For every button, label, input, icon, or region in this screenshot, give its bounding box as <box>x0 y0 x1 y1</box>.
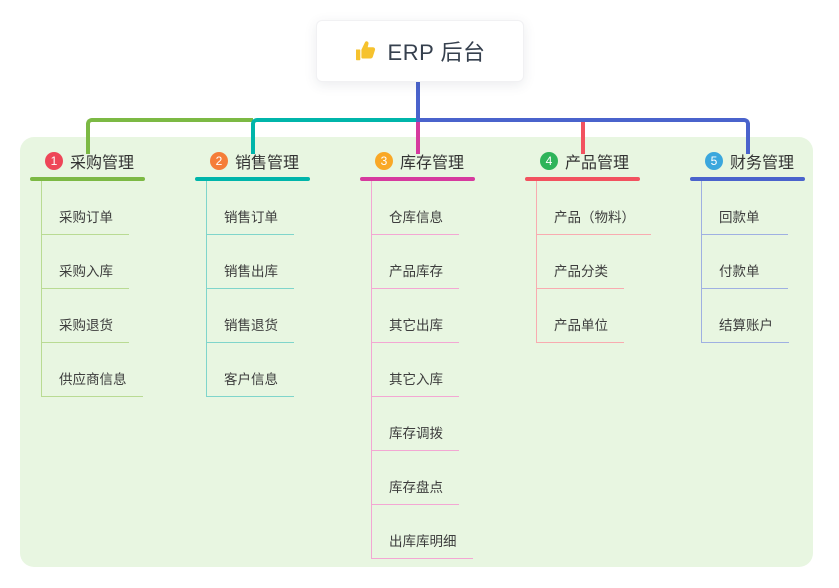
subtopic[interactable]: 仓库信息 <box>372 181 459 235</box>
subtopic-label: 采购订单 <box>59 209 113 225</box>
branch-children: 采购订单采购入库采购退货供应商信息 <box>41 180 145 397</box>
subtopic-label: 库存盘点 <box>389 479 443 495</box>
subtopic[interactable]: 其它入库 <box>372 343 459 397</box>
subtopic-label: 仓库信息 <box>389 209 443 225</box>
branch-3: 3 库存管理 仓库信息产品库存其它出库其它入库库存调拨库存盘点出库库明细 <box>360 148 475 559</box>
branch-number-badge: 5 <box>705 152 723 170</box>
branch-label: 采购管理 <box>70 155 135 172</box>
branch-underline <box>360 177 475 181</box>
subtopic[interactable]: 供应商信息 <box>42 343 143 397</box>
branch-header[interactable]: 4 产品管理 <box>525 148 640 174</box>
subtopic[interactable]: 结算账户 <box>702 289 789 343</box>
branch-underline <box>30 177 145 181</box>
connector-blue <box>415 118 750 154</box>
branch-number-badge: 1 <box>45 152 63 170</box>
subtopic[interactable]: 采购退货 <box>42 289 129 343</box>
branch-number-badge: 2 <box>210 152 228 170</box>
subtopic[interactable]: 客户信息 <box>207 343 294 397</box>
branch-children: 销售订单销售出库销售退货客户信息 <box>206 180 310 397</box>
subtopic-label: 销售退货 <box>224 317 278 333</box>
thumbs-up-icon <box>354 39 378 63</box>
subtopic-label: 销售订单 <box>224 209 278 225</box>
subtopic-label: 产品库存 <box>389 263 443 279</box>
subtopic-label: 其它出库 <box>389 317 443 333</box>
branch-label: 产品管理 <box>565 155 630 172</box>
subtopic[interactable]: 产品（物料） <box>537 181 651 235</box>
subtopic-label: 付款单 <box>719 263 760 279</box>
subtopic[interactable]: 出库库明细 <box>372 505 473 559</box>
branch-children: 仓库信息产品库存其它出库其它入库库存调拨库存盘点出库库明细 <box>371 180 475 559</box>
subtopic-label: 其它入库 <box>389 371 443 387</box>
subtopic[interactable]: 产品分类 <box>537 235 624 289</box>
subtopic-label: 结算账户 <box>719 317 773 333</box>
root-title: ERP 后台 <box>387 40 486 65</box>
connector-green <box>85 118 253 154</box>
subtopic-label: 产品单位 <box>554 317 608 333</box>
branch-2: 2 销售管理 销售订单销售出库销售退货客户信息 <box>195 148 310 397</box>
subtopic[interactable]: 销售退货 <box>207 289 294 343</box>
branch-label: 库存管理 <box>400 155 465 172</box>
subtopic-label: 采购入库 <box>59 263 113 279</box>
branch-number-badge: 3 <box>375 152 393 170</box>
subtopic[interactable]: 回款单 <box>702 181 788 235</box>
subtopic-label: 产品（物料） <box>554 209 635 225</box>
subtopic-label: 销售出库 <box>224 263 278 279</box>
branch-label: 财务管理 <box>730 155 795 172</box>
connector-magenta <box>415 122 420 154</box>
background-panel <box>20 137 813 567</box>
subtopic[interactable]: 库存盘点 <box>372 451 459 505</box>
branch-label: 销售管理 <box>235 155 300 172</box>
branch-children: 产品（物料） 产品分类产品单位 <box>536 180 651 343</box>
branch-header[interactable]: 5 财务管理 <box>690 148 805 174</box>
subtopic-label: 客户信息 <box>224 371 278 387</box>
subtopic-label: 采购退货 <box>59 317 113 333</box>
branch-4: 4 产品管理 产品（物料） 产品分类产品单位 <box>525 148 651 343</box>
branch-header[interactable]: 1 采购管理 <box>30 148 145 174</box>
branch-5: 5 财务管理 回款单付款单结算账户 <box>690 148 805 343</box>
branch-underline <box>195 177 310 181</box>
branch-underline <box>525 177 640 181</box>
subtopic[interactable]: 产品库存 <box>372 235 459 289</box>
subtopic[interactable]: 采购入库 <box>42 235 129 289</box>
subtopic-label: 出库库明细 <box>389 533 457 549</box>
branch-header[interactable]: 2 销售管理 <box>195 148 310 174</box>
branch-header[interactable]: 3 库存管理 <box>360 148 475 174</box>
subtopic[interactable]: 付款单 <box>702 235 788 289</box>
subtopic[interactable]: 销售出库 <box>207 235 294 289</box>
subtopic[interactable]: 库存调拨 <box>372 397 459 451</box>
subtopic[interactable]: 其它出库 <box>372 289 459 343</box>
root-node[interactable]: ERP 后台 <box>315 20 524 82</box>
connector-red <box>580 122 585 154</box>
subtopic-label: 回款单 <box>719 209 760 225</box>
branch-number-badge: 4 <box>540 152 558 170</box>
branch-underline <box>690 177 805 181</box>
subtopic[interactable]: 销售订单 <box>207 181 294 235</box>
subtopic-label: 产品分类 <box>554 263 608 279</box>
connector-teal <box>250 118 420 154</box>
branch-children: 回款单付款单结算账户 <box>701 180 805 343</box>
subtopic-label: 供应商信息 <box>59 371 127 387</box>
subtopic[interactable]: 产品单位 <box>537 289 624 343</box>
subtopic[interactable]: 采购订单 <box>42 181 129 235</box>
root-stem <box>415 82 420 122</box>
branch-1: 1 采购管理 采购订单采购入库采购退货供应商信息 <box>30 148 145 397</box>
subtopic-label: 库存调拨 <box>389 425 443 441</box>
